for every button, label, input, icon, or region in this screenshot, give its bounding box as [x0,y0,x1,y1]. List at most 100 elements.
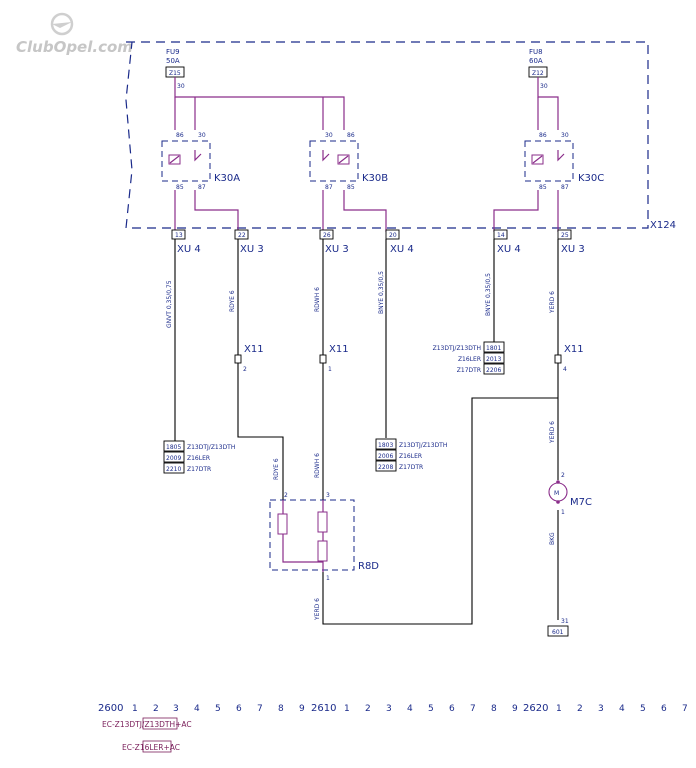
connector-pin: 1 [328,366,332,373]
connector-pin: 14 [497,232,505,239]
resistor-name: R8D [358,561,379,572]
ruler-start: 2600 [98,703,123,714]
wire-color-labels: GNVT 0,35/0,75 RDYE 6 RDWH 6 BNYE 0,35/0… [166,271,556,621]
ruler-tick: 3 [386,704,392,714]
internal-wiring [174,77,559,232]
fuse-name: FU8 [529,48,543,56]
ruler-tick: 1 [132,704,138,714]
pin-label: 87 [561,184,569,191]
ref-table-3: 1801 2013 2206 Z13DTJ/Z13DTH Z16LER Z17D… [433,341,505,375]
ruler-tick: 5 [215,704,221,714]
connector-name: XU 3 [240,244,264,255]
wire-color-label: RDWH 6 [314,453,321,478]
fuse-rating: 50A [166,57,180,65]
ruler-tick: 1 [556,704,562,714]
ref-table-2: 1803 2006 2208 Z13DTJ/Z13DTH Z16LER Z17D… [375,438,447,472]
wire-color-label: YERD 6 [549,291,556,314]
ruler-tick: 7 [470,704,476,714]
connector-pin: 22 [238,232,246,239]
wire-color-label: YERD 6 [549,421,556,444]
ruler-start: 2620 [523,703,548,714]
relay-name: K30C [578,173,604,184]
ref-engine: Z17DTR [187,466,211,473]
pin-label: 87 [198,184,206,191]
module-boundary [125,41,649,229]
connector-pin: 2 [243,366,247,373]
connector-pin: 13 [175,232,183,239]
ground-box [547,625,569,637]
ruler-tick: 6 [661,704,667,714]
connector-name: XU 4 [177,244,201,255]
ruler-tick: 9 [299,704,305,714]
connector-name: X11 [564,344,584,355]
pin-label: 86 [347,132,355,139]
wire-color-label: BNYE 0,35/0,5 [485,273,492,316]
motor-letter: M [554,490,559,497]
resistor-r8d: 2 3 1 R8D [269,492,379,582]
ref-engine: Z17DTR [399,464,423,471]
ruler-tick: 2 [365,704,371,714]
ref-engine: Z16LER [187,455,210,462]
ref-code: 1803 [378,442,393,449]
connector-pin: 20 [389,232,397,239]
pin-label: 1 [326,575,330,582]
ruler-tick: 1 [344,704,350,714]
wire-color-label: YERD 6 [314,598,321,621]
ruler-tick: 5 [428,704,434,714]
ref-table-1: 1805 2009 2210 Z13DTJ/Z13DTH Z16LER Z17D… [163,440,235,474]
fuse-pin: 30 [540,83,548,90]
ref-engine: Z16LER [458,356,481,363]
pin-label: 30 [325,132,333,139]
connector-name: XU 3 [561,244,585,255]
watermark-logo: ClubOpel.com [16,12,133,56]
connector-name: XU 4 [390,244,414,255]
connector-group: 13 XU 4 22 XU 3 26 XU 3 20 XU 4 14 XU 4 … [171,229,585,255]
ref-code: 2210 [166,466,181,473]
ref-engine: Z17DTR [457,367,481,374]
ruler-tick: 2 [153,704,159,714]
ruler-tick: 4 [619,704,625,714]
connector-name: X11 [329,344,349,355]
pin-label: 2 [561,472,565,479]
ruler-tick: 6 [449,704,455,714]
ref-code: 1805 [166,444,181,451]
x11-connector-1: X11 2 [234,344,264,373]
ruler-tick: 5 [640,704,646,714]
motor-name: M7C [570,497,592,508]
ref-engine: Z13DTJ/Z13DTH [433,345,481,352]
motor-m7c: M 2 1 M7C [548,472,592,516]
ruler-tick: 7 [257,704,263,714]
pin-label: 1 [561,509,565,516]
pin-label: 85 [347,184,355,191]
fuse-rating: 60A [529,57,543,65]
pin-label: 85 [539,184,547,191]
option-label: EC-Z16LER+AC [122,743,180,752]
ruler-start: 2610 [311,703,336,714]
ruler-tick: 7 [682,704,688,714]
wire-color-label: RDWH 6 [314,287,321,312]
x11-connector-2: X11 1 [319,344,349,373]
relay-k30a: 86 30 85 87 K30A [161,132,240,191]
wire-color-label: RDYE 6 [229,290,236,312]
ref-code: 2208 [378,464,393,471]
wire-color-label: GNVT 0,35/0,75 [166,280,173,328]
pin-label: 3 [326,492,330,499]
option-labels: EC-Z13DTJ/Z13DTH+AC EC-Z16LER+AC [102,717,192,753]
relay-name: K30A [214,173,240,184]
pin-label: 85 [176,184,184,191]
fuse-code: Z15 [169,70,181,77]
ruler-tick: 9 [512,704,518,714]
connector-pin: 25 [561,232,569,239]
ruler-tick: 6 [236,704,242,714]
ref-code: 2009 [166,455,181,462]
ground-code: 601 [552,629,564,636]
ref-code: 2013 [486,356,501,363]
pin-label: 87 [325,184,333,191]
fuse-pin: 30 [177,83,185,90]
ground-point: 31 601 [547,618,569,637]
ref-code: 1801 [486,345,501,352]
pin-label: 30 [561,132,569,139]
grid-ruler: 2600 1 2 3 4 5 6 7 8 9 2610 1 2 3 4 5 6 … [98,703,688,714]
